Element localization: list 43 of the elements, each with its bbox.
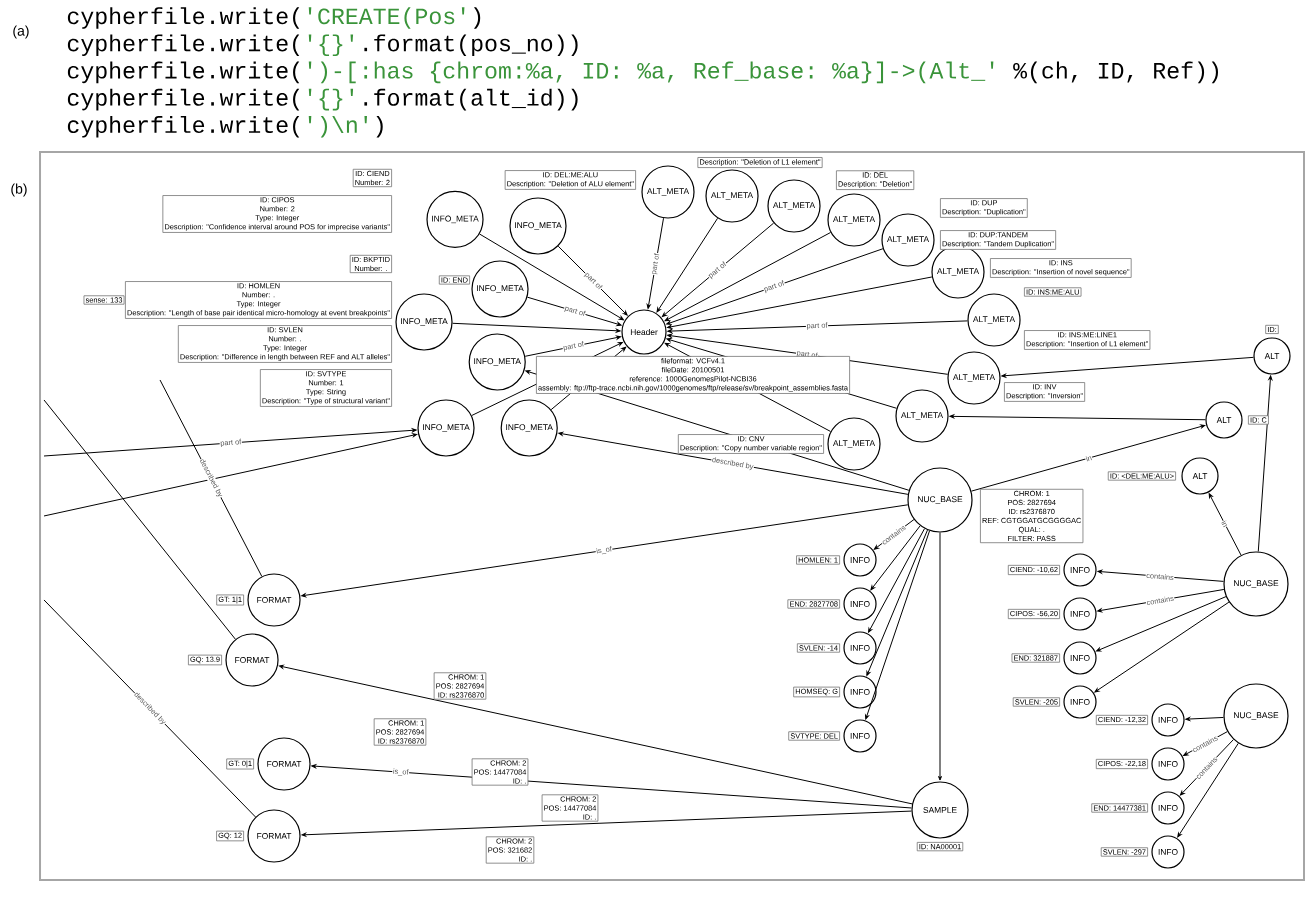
arrow [667,276,933,329]
arrow [868,528,925,633]
arrow [873,519,915,550]
arrow [664,232,832,322]
arrow [557,245,628,316]
arrow [666,248,884,325]
arrow [1001,356,1254,378]
arrow [43,433,418,517]
arrow [452,322,621,333]
arrow [558,431,909,495]
arrow [661,222,775,318]
arrow [1257,375,1273,552]
arrow [1097,588,1225,613]
arrow [1094,601,1230,693]
arrow [479,233,624,321]
arrow [1177,742,1239,838]
arrow [667,320,968,333]
arrow [949,414,1206,421]
code-line: cypherfile.write( 'CREATE(Pos' ) [67,7,481,29]
arrow [938,532,942,781]
arrow [1097,569,1224,582]
code-line: cypherfile.write( ')-[:has {chrom:%a, ID: %a, Ref_base: %a}]->(Alt_' %(ch, ID, Ref)) [67,61,1218,84]
arrow [656,217,719,313]
arrow [1179,739,1234,796]
arrow [866,529,928,676]
code-line: cypherfile.write( ')\n' ) [67,116,383,138]
arrow [311,764,912,809]
arrow [278,664,913,805]
arrow [524,335,622,357]
code-line: cypherfile.write( '{}' .format(alt_id)) [67,88,578,111]
code-line: cypherfile.write( '{}' .format(pos_no)) [67,34,578,56]
arrow [970,424,1206,492]
arrow [301,810,912,837]
arrow [870,525,921,591]
arrow [1096,596,1227,652]
arrow [43,428,417,457]
arrow [526,296,622,327]
arrow [1185,716,1224,721]
arrow [646,217,664,309]
arrow [301,504,909,598]
arrow [865,530,931,720]
arrow [1208,493,1242,556]
arrow [1183,731,1228,756]
